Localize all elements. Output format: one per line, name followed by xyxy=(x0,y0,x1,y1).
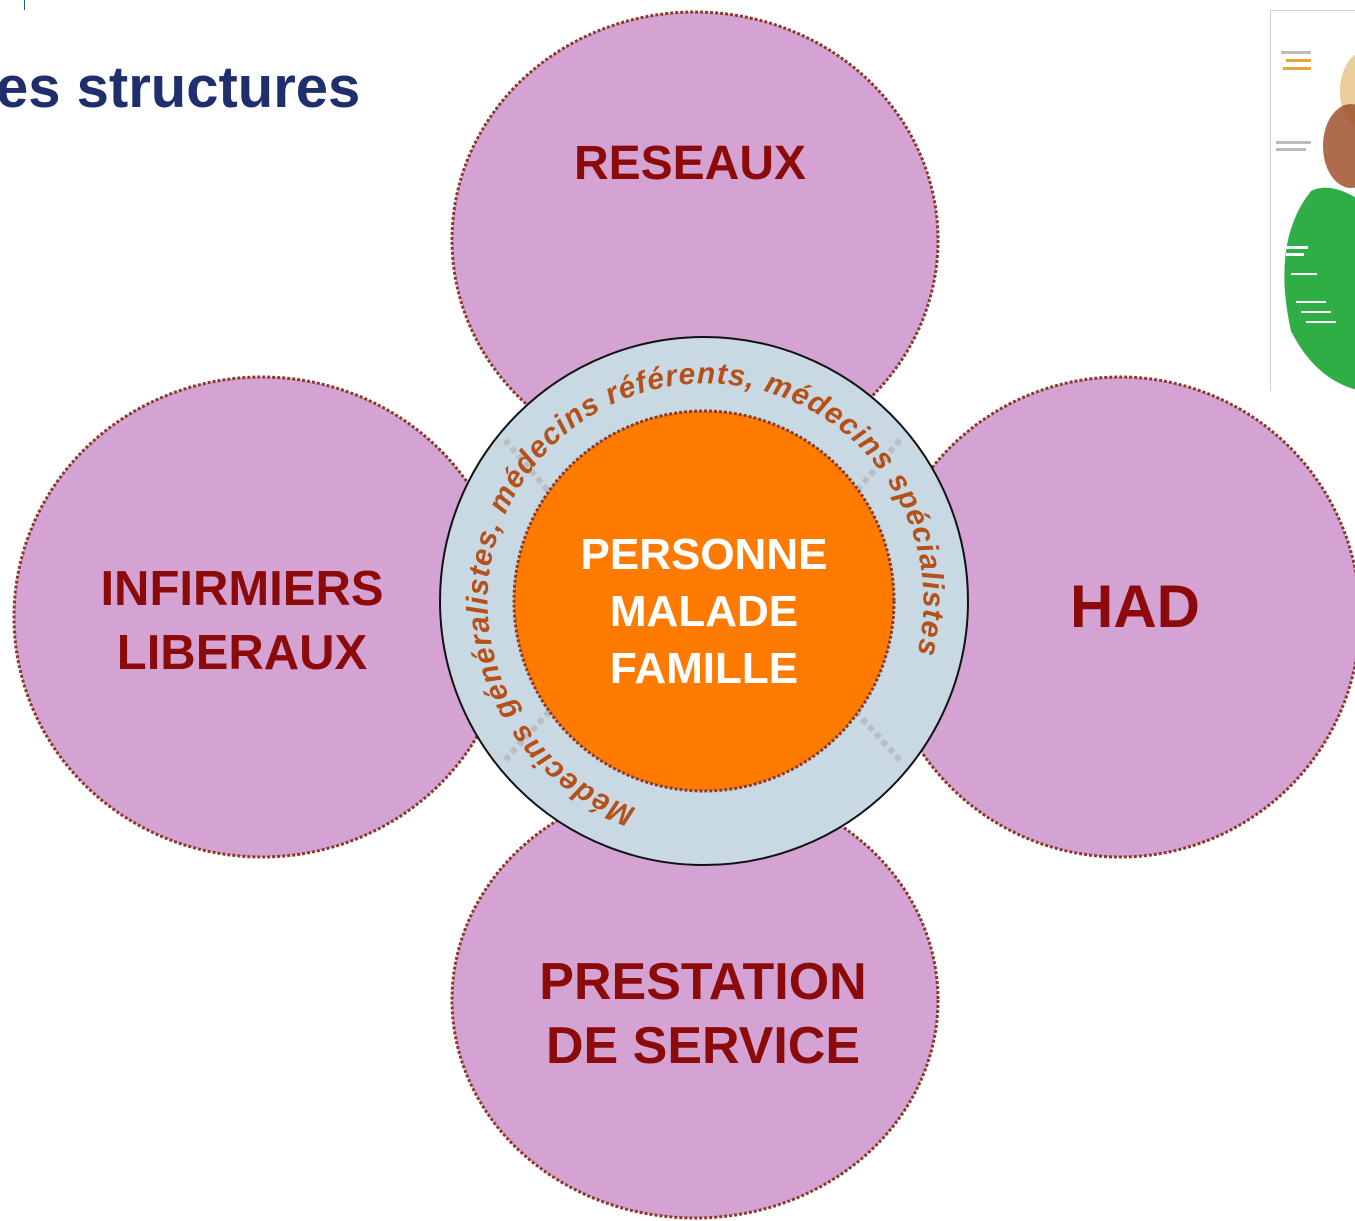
petal-right-label: HAD xyxy=(1045,572,1225,643)
petal-bottom-line2: DE SERVICE xyxy=(545,1017,861,1076)
petal-left-line2: LIBERAUX xyxy=(116,625,368,680)
petal-left-line1: INFIRMIERS xyxy=(100,562,384,616)
petal-right-text: HAD xyxy=(1070,573,1200,640)
center-line3: FAMILLE xyxy=(609,644,799,694)
petal-bottom-label: PRESTATION DE SERVICE xyxy=(518,950,888,1079)
slide-title: es structures xyxy=(0,55,361,120)
petal-top-label: RESEAUX xyxy=(560,136,820,193)
center-line2: MALADE xyxy=(609,587,799,637)
petal-bottom-line1: PRESTATION xyxy=(539,953,867,1011)
title-accent-line xyxy=(24,0,25,10)
petal-top-text: RESEAUX xyxy=(573,137,807,190)
petal-right xyxy=(878,375,1355,859)
petal-left-label: INFIRMIERS LIBERAUX xyxy=(82,558,402,685)
center-label: PERSONNE MALADE FAMILLE xyxy=(554,526,854,698)
thumbnail-image xyxy=(1270,10,1355,391)
center-line1: PERSONNE xyxy=(580,530,828,579)
thumbnail-graphic xyxy=(1276,51,1355,390)
center-circle xyxy=(512,409,896,793)
petal-top xyxy=(450,10,940,470)
